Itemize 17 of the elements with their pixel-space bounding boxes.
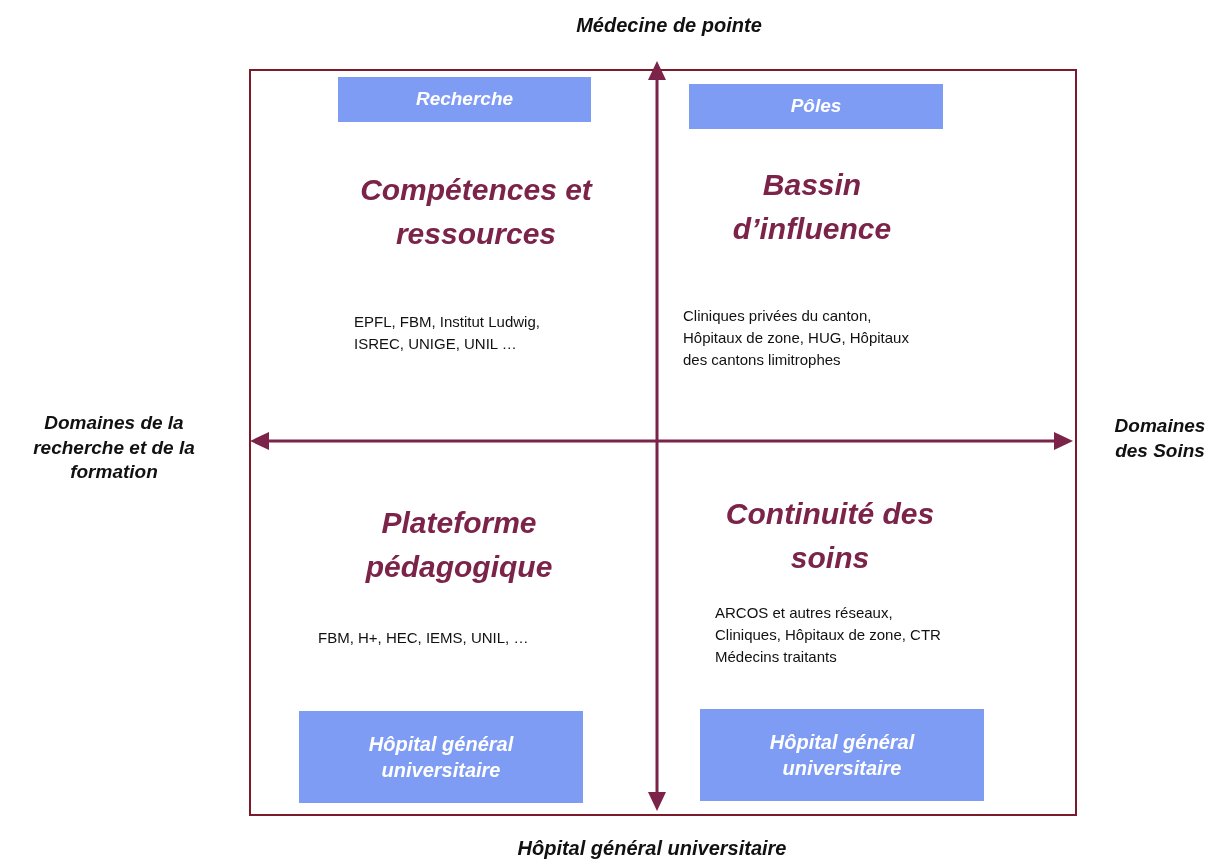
axis-label: Domaines de la recherche et de la formation (32, 411, 196, 485)
quadrant-title: Plateforme pédagogique (364, 505, 554, 585)
category-box: Recherche (338, 77, 591, 122)
quadrant-title: Compétences et ressources (359, 172, 594, 252)
institution-list: EPFL, FBM, Institut Ludwig, ISREC, UNIGE, UNIL … (354, 311, 582, 355)
institution-list: ARCOS et autres réseaux, Cliniques, Hôpitaux de zone, CTR Médecins traitants (715, 602, 943, 668)
quadrant-title: Continuité des soins (724, 496, 936, 576)
quadrant-frame (249, 69, 1077, 816)
category-box: Pôles (689, 84, 943, 129)
quadrant-title: Bassin d’influence (731, 167, 893, 247)
category-box: Hôpital général universitaire (299, 711, 583, 803)
axis-label: Hôpital général universitaire (516, 836, 788, 859)
axis-label: Domaines des Soins (1113, 414, 1207, 463)
axis-label: Médecine de pointe (575, 13, 763, 38)
institution-list: Cliniques privées du canton, Hôpitaux de zone, HUG, Hôpitaux des cantons limitrophes (683, 305, 911, 371)
institution-list: FBM, H+, HEC, IEMS, UNIL, … (318, 627, 618, 649)
category-box: Hôpital général universitaire (700, 709, 984, 801)
